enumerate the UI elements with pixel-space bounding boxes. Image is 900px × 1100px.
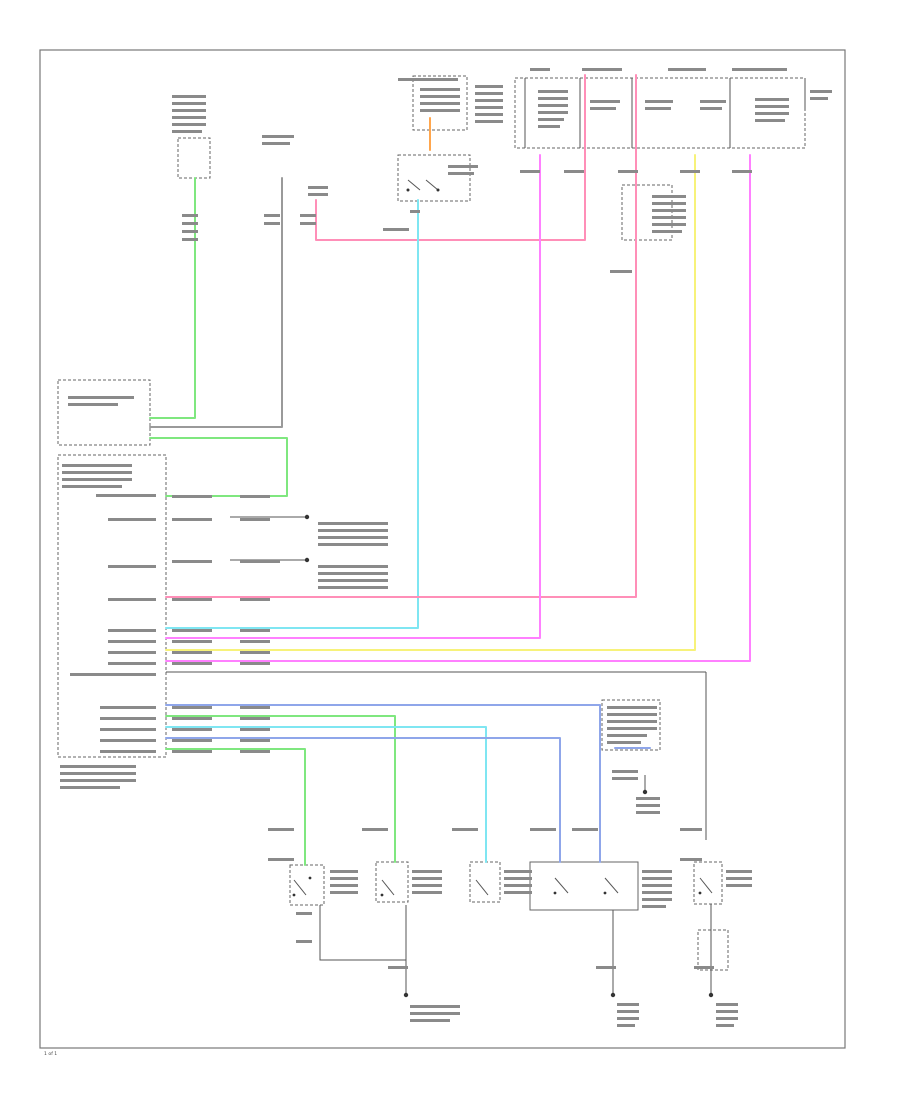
bottom-switch-4-contacts	[553, 877, 619, 895]
right-relay-box	[621, 184, 673, 241]
wire-magenta-2	[165, 154, 751, 662]
bottom-switch-2-box	[375, 861, 409, 903]
wire-cyan-2	[165, 726, 487, 863]
body-control-module-box	[57, 454, 167, 758]
wire-blue-2	[165, 737, 561, 863]
thin-wire-group	[166, 78, 806, 995]
bottom-switch-1	[292, 876, 312, 897]
corner-label: 1 of 1	[44, 1051, 57, 1057]
top-left-component-box	[177, 137, 211, 179]
wire-yellow-1	[165, 154, 696, 651]
wire-cyan-1	[165, 199, 419, 629]
wire-blue-1	[165, 704, 601, 863]
bottom-switch-5	[698, 877, 713, 895]
bottom-right-component-box	[697, 929, 729, 971]
bottom-switch-1-box	[289, 864, 325, 906]
bottom-switch-3	[475, 879, 489, 896]
bottom-switch-4-box	[529, 861, 639, 911]
wire-green-1	[149, 177, 196, 419]
wire-pink-1	[315, 74, 586, 241]
mid-right-component-box	[601, 699, 661, 751]
wire-green-2	[149, 437, 288, 497]
data-link-connector-box	[57, 379, 151, 446]
bottom-switch-5-box	[693, 861, 723, 905]
wire-gray-1	[149, 177, 283, 428]
top-right-fuse-panel	[514, 77, 806, 149]
wire-magenta-1	[165, 154, 541, 639]
wire-green-4	[165, 748, 306, 866]
connector-label-marks	[60, 68, 832, 1027]
wire-green-3	[165, 715, 396, 863]
top-switch-contacts	[406, 179, 440, 192]
bottom-switch-2	[380, 879, 395, 897]
wire-group	[149, 74, 751, 866]
diagram-frame	[39, 49, 846, 1049]
bottom-switch-3-box	[469, 861, 501, 903]
ground-symbols	[304, 514, 714, 998]
wire-pink-2	[165, 74, 637, 598]
top-fuse-box	[412, 75, 468, 131]
top-switch-box	[397, 154, 471, 202]
